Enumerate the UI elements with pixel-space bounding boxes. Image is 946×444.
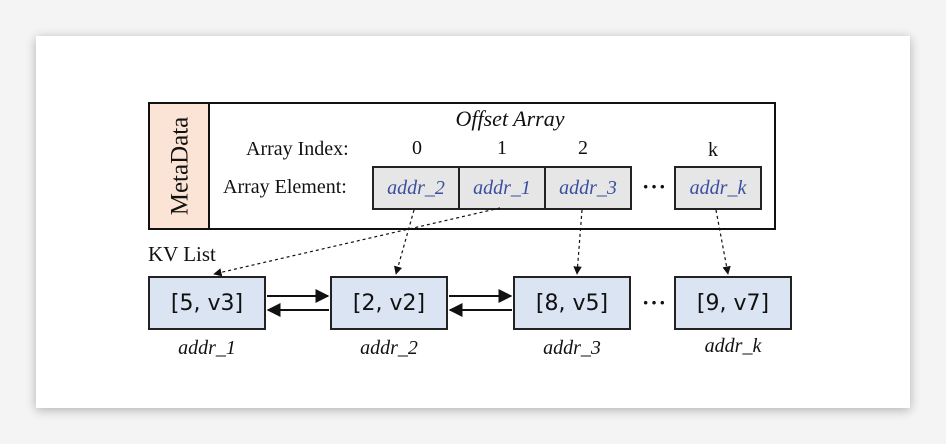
array-index-1: 1 — [497, 137, 507, 159]
offset-array-title: Offset Array — [455, 106, 565, 131]
array-index-k: k — [708, 139, 718, 161]
pointer-addr1 — [213, 207, 501, 277]
kv-node-k-addr: addr_k — [704, 335, 762, 357]
array-element-label: Array Element: — [223, 176, 347, 198]
array-cell-k: addr_k — [674, 166, 762, 210]
array-cell-2: addr_3 — [544, 166, 632, 210]
kv-node-1: [5, v3] — [148, 276, 266, 330]
kv-list-ellipsis: ··· — [642, 290, 668, 315]
kv-list-label: KV List — [148, 242, 216, 266]
array-ellipsis: ··· — [642, 174, 668, 199]
pointer-addr2 — [394, 209, 415, 275]
metadata-side-panel — [150, 104, 210, 228]
array-index-2: 2 — [578, 137, 588, 159]
kv-node-1-addr: addr_1 — [178, 337, 236, 359]
kv-node-2: [2, v2] — [330, 276, 448, 330]
kv-node-2-addr: addr_2 — [360, 337, 418, 359]
array-index-0: 0 — [412, 137, 422, 159]
array-cell-1: addr_1 — [458, 166, 546, 210]
kv-node-3-addr: addr_3 — [543, 337, 601, 359]
array-index-label: Array Index: — [246, 138, 349, 160]
kv-node-k: [9, v7] — [674, 276, 792, 330]
kv-node-3: [8, v5] — [513, 276, 631, 330]
pointer-addrk — [715, 209, 731, 275]
pointer-addr3 — [573, 209, 583, 275]
